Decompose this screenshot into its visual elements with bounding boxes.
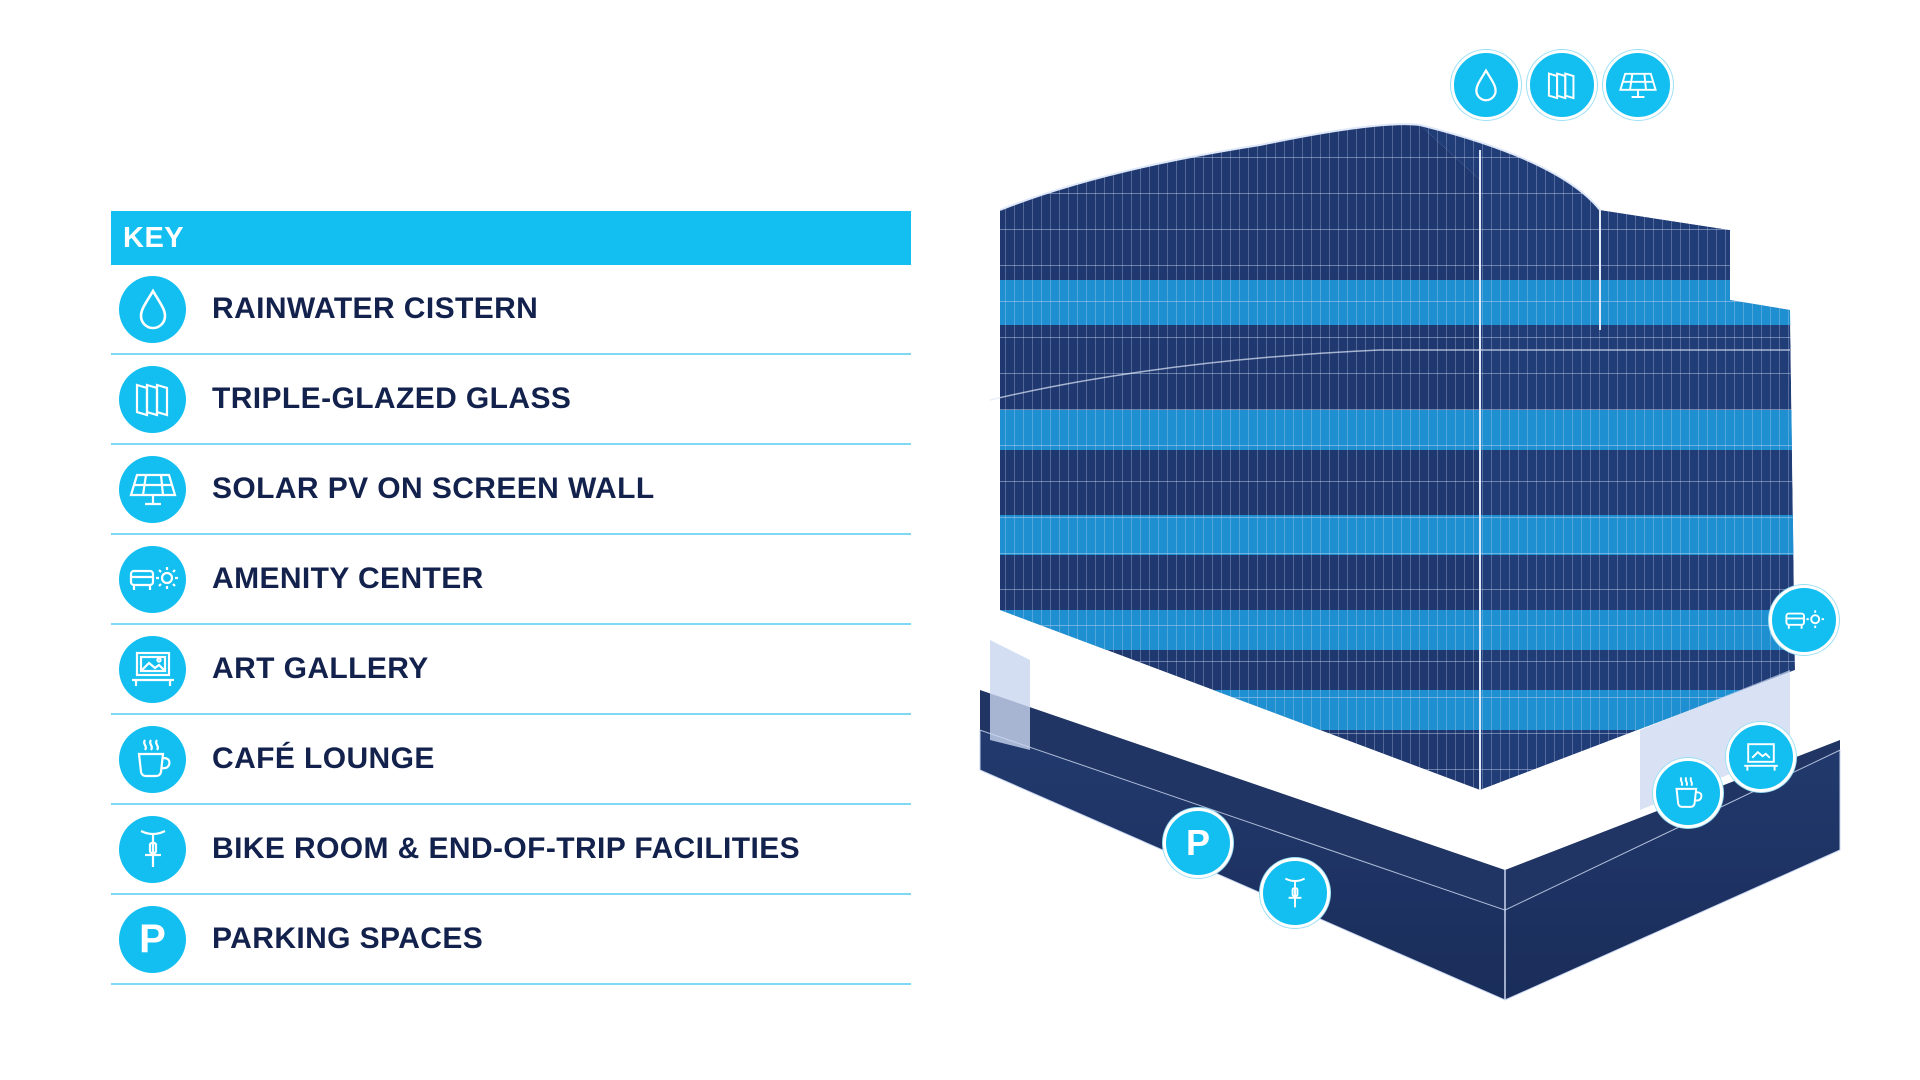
key-row-solar-pv: SOLAR PV ON SCREEN WALL (111, 445, 911, 535)
art-gallery-marker[interactable] (1726, 722, 1796, 792)
key-label-art-gallery: ART GALLERY (212, 652, 429, 685)
key-label-solar-pv: SOLAR PV ON SCREEN WALL (212, 472, 655, 505)
bicycle-icon (119, 815, 186, 883)
key-row-parking-spaces: P PARKING SPACES (111, 895, 911, 985)
parking-marker-glyph: P (1185, 822, 1210, 863)
key-legend: KEY RAINWATER CISTERN TRIPLE-GLAZED GLAS… (111, 211, 911, 985)
key-row-art-gallery: ART GALLERY (111, 625, 911, 715)
coffee-cup-icon (119, 725, 186, 793)
sofa-sun-icon (119, 545, 186, 613)
parking-glyph: P (139, 916, 166, 961)
gallery-frame-icon (119, 635, 186, 703)
key-label-amenity-center: AMENITY CENTER (212, 562, 484, 595)
amenity-center-marker[interactable] (1769, 585, 1839, 655)
key-label-bike-room: BIKE ROOM & END-OF-TRIP FACILITIES (212, 832, 801, 865)
glass-panes-icon (119, 365, 186, 433)
tower (1000, 124, 1795, 790)
key-label-rainwater-cistern: RAINWATER CISTERN (212, 292, 539, 325)
building-illustration: P (960, 50, 1860, 1030)
key-title: KEY (111, 211, 911, 265)
key-label-parking-spaces: PARKING SPACES (212, 922, 484, 955)
key-row-bike-room: BIKE ROOM & END-OF-TRIP FACILITIES (111, 805, 911, 895)
key-row-rainwater-cistern: RAINWATER CISTERN (111, 265, 911, 355)
key-row-cafe-lounge: CAFÉ LOUNGE (111, 715, 911, 805)
parking-icon: P (119, 905, 186, 973)
solar-panel-icon (119, 455, 186, 523)
triple-glazed-glass-marker[interactable] (1527, 50, 1597, 120)
water-drop-icon (119, 275, 186, 343)
key-label-triple-glazed-glass: TRIPLE-GLAZED GLASS (212, 382, 572, 415)
solar-pv-marker[interactable] (1603, 50, 1673, 120)
bike-room-marker[interactable] (1260, 858, 1330, 928)
parking-marker[interactable]: P (1163, 808, 1233, 878)
key-row-triple-glazed-glass: TRIPLE-GLAZED GLASS (111, 355, 911, 445)
rainwater-cistern-marker[interactable] (1451, 50, 1521, 120)
key-row-amenity-center: AMENITY CENTER (111, 535, 911, 625)
cafe-lounge-marker[interactable] (1653, 758, 1723, 828)
key-label-cafe-lounge: CAFÉ LOUNGE (212, 742, 435, 775)
